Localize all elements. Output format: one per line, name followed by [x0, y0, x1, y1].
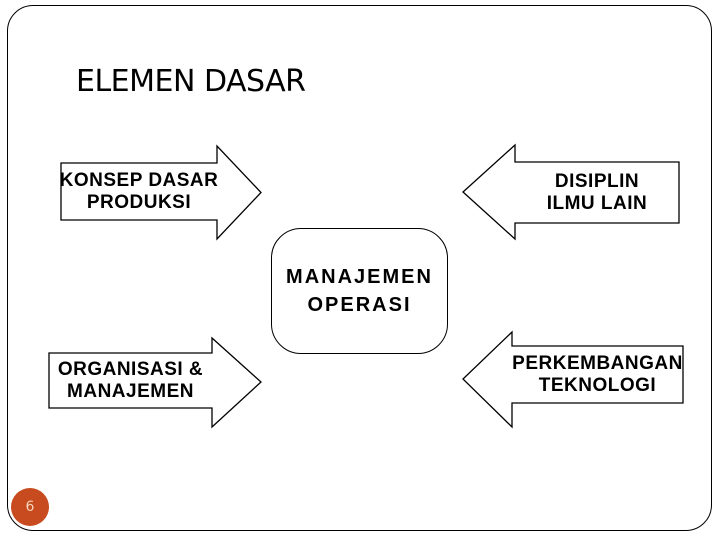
page-number-badge: 6: [11, 488, 49, 526]
node-manajemen-operasi: MANAJEMEN OPERASI: [271, 228, 448, 354]
node-label: PERKEMBANGAN TEKNOLOGI: [512, 346, 683, 403]
node-label-line: DISIPLIN: [554, 170, 640, 192]
center-node-line: OPERASI: [307, 294, 412, 316]
arrow-right-icon: [60, 144, 262, 241]
page-number: 6: [25, 499, 35, 515]
node-label-line: ORGANISASI &: [57, 358, 204, 380]
node-label-line: KONSEP DASAR: [59, 169, 219, 191]
node-disiplin-ilmu-lain: DISIPLIN ILMU LAIN: [462, 143, 680, 241]
node-organisasi-manajemen: ORGANISASI & MANAJEMEN: [48, 336, 262, 429]
node-label-line: TEKNOLOGI: [538, 374, 657, 396]
node-konsep-dasar-produksi: KONSEP DASAR PRODUKSI: [59, 144, 262, 241]
node-label-line: MANAJEMEN: [67, 380, 194, 402]
slide-title: ELEMEN DASAR: [76, 64, 306, 99]
node-label-line: PERKEMBANGAN: [512, 352, 683, 374]
center-node-line: MANAJEMEN: [286, 266, 433, 288]
arrow-left-icon: [462, 330, 684, 429]
node-label-line: PRODUKSI: [86, 191, 192, 213]
node-label: ORGANISASI & MANAJEMEN: [49, 353, 212, 408]
node-label: DISIPLIN ILMU LAIN: [515, 162, 679, 223]
node-label: KONSEP DASAR PRODUKSI: [59, 163, 219, 220]
node-perkembangan-teknologi: PERKEMBANGAN TEKNOLOGI: [462, 330, 684, 429]
arrow-right-icon: [48, 336, 262, 429]
arrow-left-icon: [462, 143, 680, 241]
node-label-line: ILMU LAIN: [546, 192, 648, 214]
